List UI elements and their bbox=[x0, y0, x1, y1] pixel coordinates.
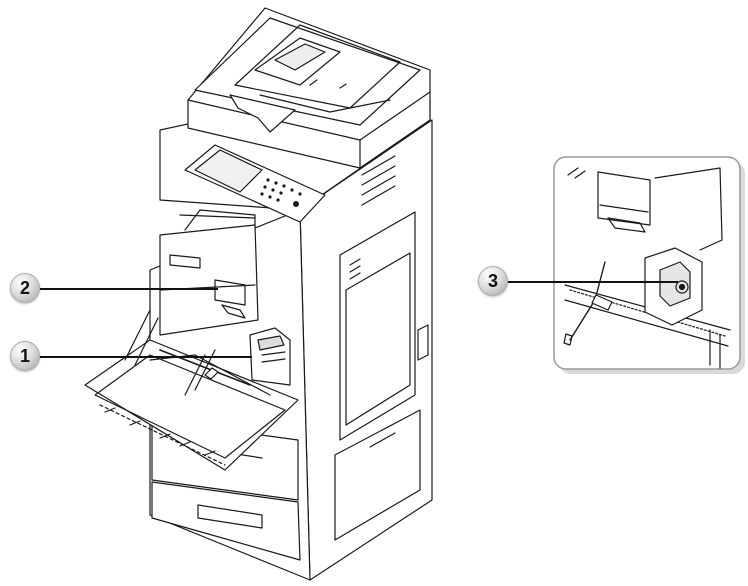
callout-number-2: 2 bbox=[19, 277, 30, 298]
control-panel-screen bbox=[194, 149, 263, 193]
door-strut-left bbox=[124, 309, 151, 361]
document-feeder bbox=[194, 17, 421, 126]
side-panel-lower bbox=[334, 409, 421, 541]
callout-line-1 bbox=[40, 356, 252, 358]
toner-cartridge-upper bbox=[169, 254, 201, 269]
control-panel-keypad bbox=[260, 178, 302, 207]
callout-number-1: 1 bbox=[19, 345, 30, 366]
feeder-output-tray bbox=[229, 94, 296, 133]
interior-cavity bbox=[159, 224, 259, 336]
inset-detail-illustration bbox=[563, 167, 731, 369]
cleaning-rod bbox=[159, 349, 251, 386]
front-door-open bbox=[84, 339, 299, 471]
callout-line-3 bbox=[508, 281, 678, 283]
callout-line-2 bbox=[40, 288, 218, 290]
toner-cartridge-2-slot bbox=[214, 279, 246, 306]
waste-toner-container bbox=[249, 327, 291, 386]
callout-number-3: 3 bbox=[487, 270, 498, 291]
paper-tray-2 bbox=[151, 481, 301, 561]
callout-badge-3: 3 bbox=[478, 266, 508, 296]
callout-badge-1: 1 bbox=[10, 341, 40, 371]
callout-badge-2: 2 bbox=[10, 273, 40, 303]
side-panel-upper bbox=[339, 211, 416, 441]
